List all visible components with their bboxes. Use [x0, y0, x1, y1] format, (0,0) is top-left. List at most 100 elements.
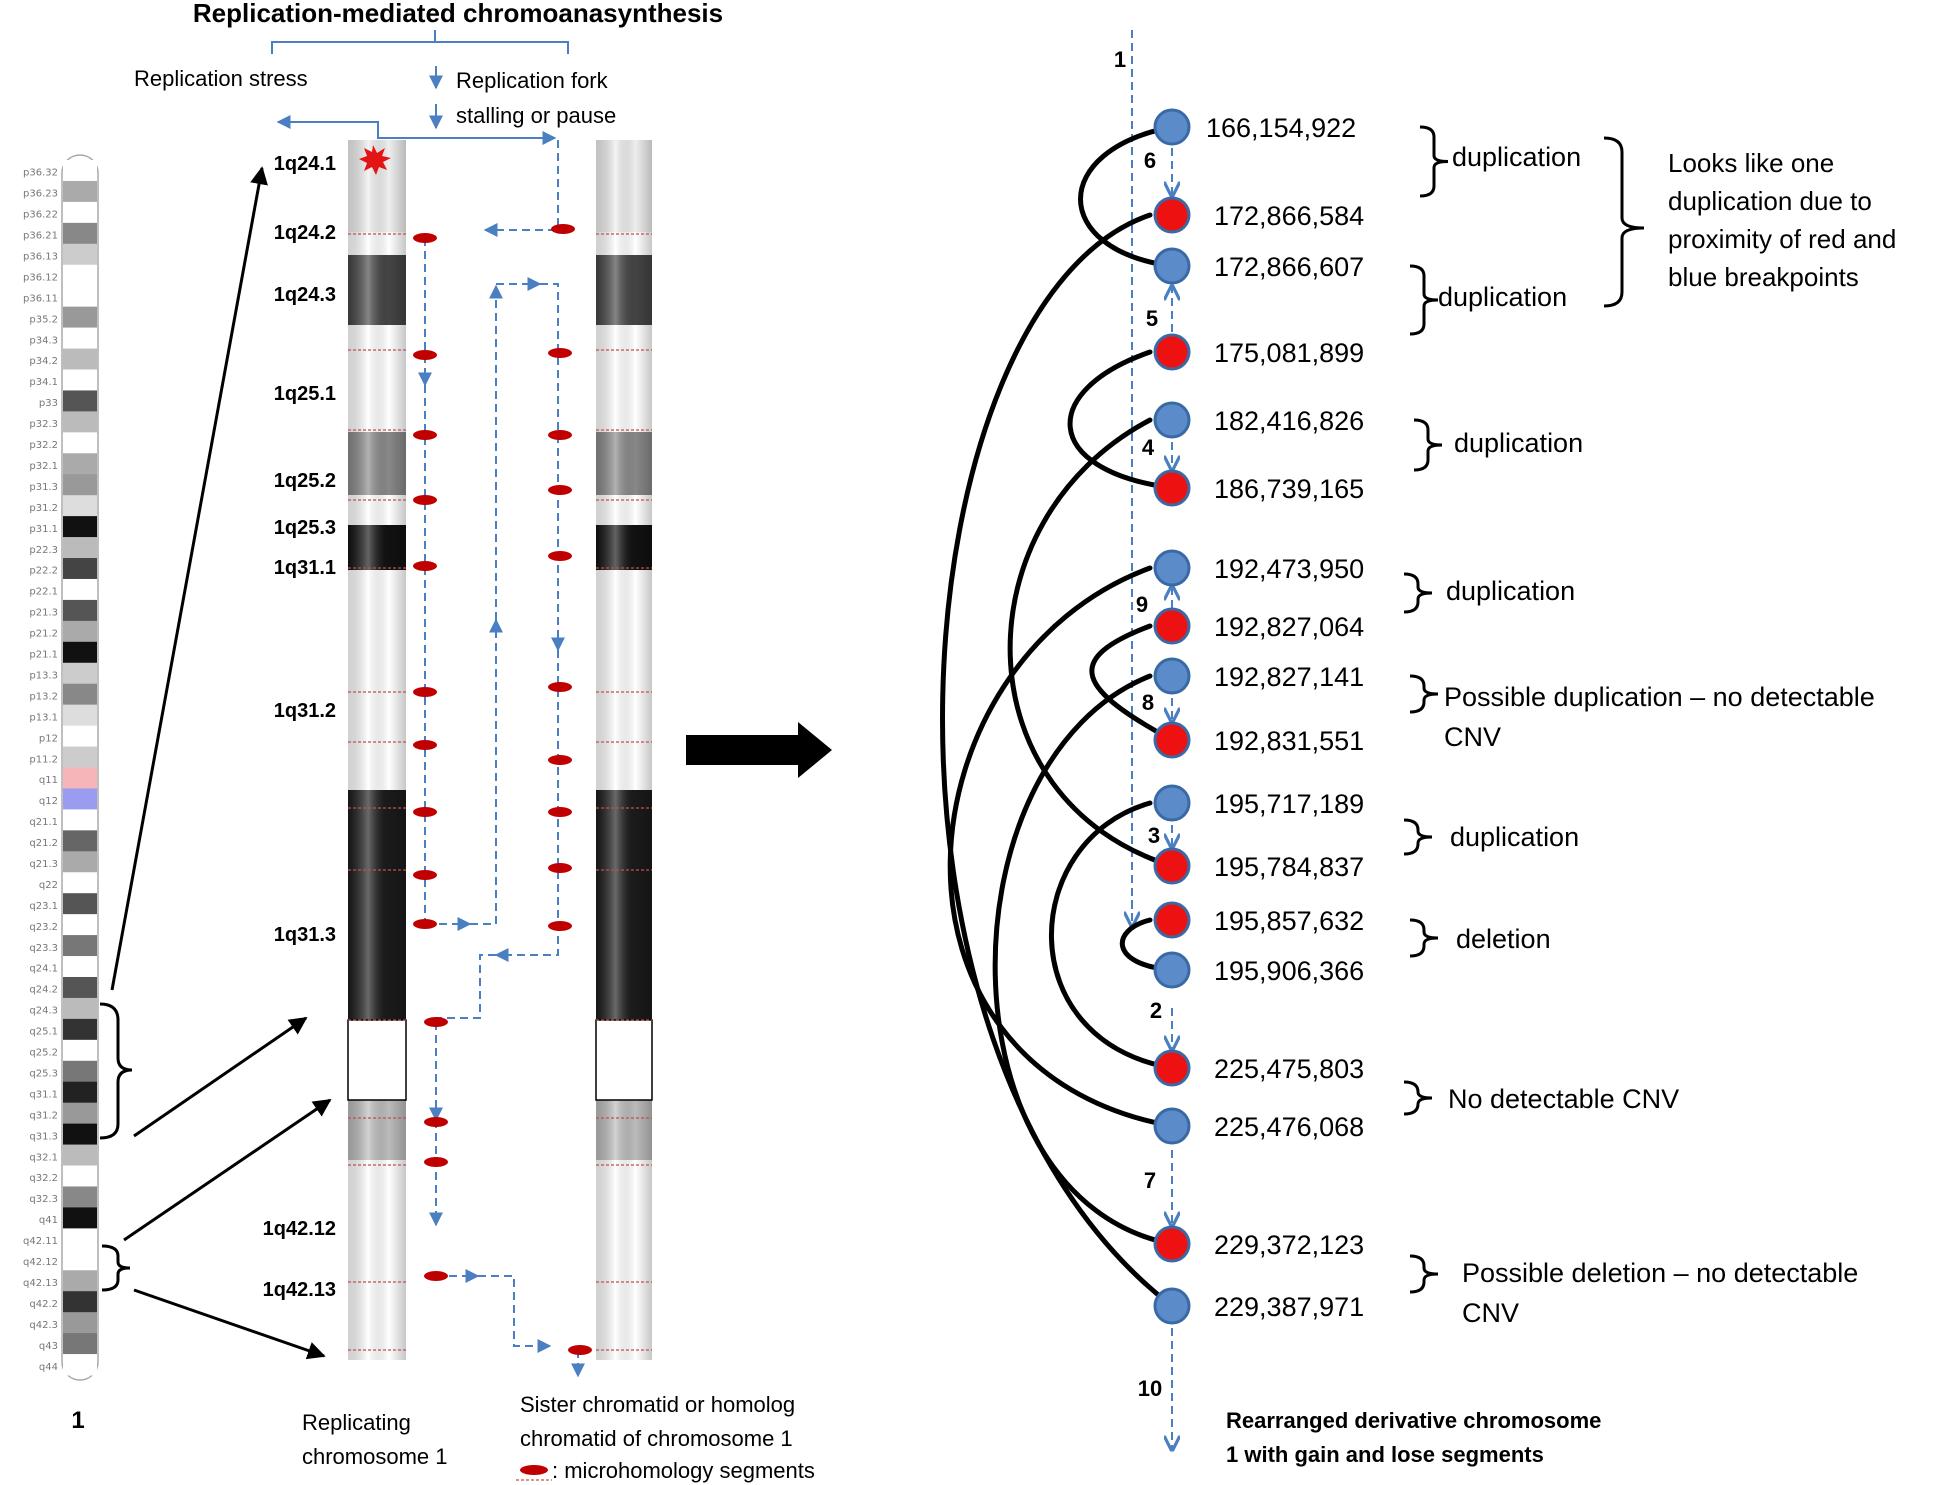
ideogram-band	[63, 180, 97, 203]
fork-stalling-label-2: stalling or pause	[456, 103, 616, 128]
chromosome-gap-box	[595, 1019, 653, 1101]
ideogram-band	[63, 851, 97, 873]
blue-breakpoint-node	[1153, 784, 1191, 822]
replication-stress-label: Replication stress	[134, 66, 308, 91]
ideogram-band-label: q42.3	[29, 1320, 58, 1331]
breakpoint-position: 175,081,899	[1214, 338, 1364, 368]
breakpoint-labels: 166,154,922172,866,584172,866,607175,081…	[1206, 113, 1364, 1322]
ideogram-band	[63, 767, 97, 789]
microhomology-marker	[413, 807, 437, 817]
microhomology-marker	[548, 807, 572, 817]
ideogram-band	[63, 641, 97, 664]
junction-curve	[1067, 349, 1175, 491]
ideogram-band	[63, 935, 97, 957]
red-breakpoint-node	[1153, 333, 1191, 371]
note-line-4: blue breakpoints	[1668, 262, 1859, 292]
note-line-1: Looks like one	[1668, 148, 1834, 178]
ideogram-band-label: p36.23	[23, 189, 58, 200]
microhomology-marker	[548, 430, 572, 440]
ideogram-band	[63, 662, 97, 685]
ideogram-band	[63, 1270, 97, 1292]
ideogram-chromosome-1: p36.32p36.23p36.22p36.21p36.13p36.12p36.…	[23, 154, 99, 1381]
breakpoint-position: 166,154,922	[1206, 113, 1356, 143]
red-breakpoint-node	[1153, 1049, 1191, 1087]
breakpoint-position: 225,476,068	[1214, 1112, 1364, 1142]
zoom-arrow-4	[133, 1288, 326, 1360]
region-labels: 1q24.11q24.21q24.31q25.11q25.21q25.31q31…	[263, 153, 336, 1301]
junction-curve	[940, 212, 1175, 1309]
blue-breakpoint-node	[1153, 657, 1191, 695]
ideogram-band	[63, 872, 97, 894]
region-label: 1q42.12	[263, 1218, 336, 1240]
breakpoint-position: 182,416,826	[1214, 406, 1364, 436]
microhomology-marker	[568, 1345, 592, 1355]
ideogram-band-label: q42.13	[23, 1278, 58, 1289]
cnv-annotation: duplication	[1454, 428, 1583, 458]
ideogram-band-label: q31.2	[29, 1110, 58, 1121]
red-breakpoint-node	[1153, 1225, 1191, 1263]
ideogram-band	[63, 725, 97, 748]
cnv-annotation: CNV	[1444, 722, 1501, 752]
sister-chromatid-column	[595, 140, 653, 1360]
ideogram-band-label: q24.2	[29, 985, 58, 996]
ideogram-band	[63, 893, 97, 915]
red-breakpoint-node	[1153, 721, 1191, 759]
ideogram-band-label: p36.12	[23, 272, 58, 283]
ideogram-band-label: p34.2	[29, 356, 58, 367]
cnv-annotation: duplication	[1438, 282, 1567, 312]
microhomology-marker	[548, 863, 572, 873]
region-label: 1q24.3	[274, 284, 336, 306]
ideogram-band-label: p35.2	[29, 314, 58, 325]
ideogram-band	[63, 264, 97, 287]
ideogram-band-label: q44	[39, 1362, 58, 1373]
junction-curve	[1049, 800, 1175, 1071]
cnv-annotation: duplication	[1450, 822, 1579, 852]
fork-stalling-label-1: Replication fork	[456, 68, 609, 93]
ideogram-band-label: p12	[39, 733, 58, 744]
microhomology-marker	[548, 551, 572, 561]
ideogram-band-label: q23.1	[29, 901, 58, 912]
breakpoint-position: 172,866,584	[1214, 201, 1364, 231]
step-number: 2	[1150, 998, 1162, 1023]
microhomology-marker	[413, 561, 437, 571]
ideogram-band-label: q25.3	[29, 1068, 58, 1079]
stress-arrow	[276, 115, 379, 138]
ideogram-band	[63, 997, 97, 1020]
ideogram-band-label: p32.2	[29, 440, 58, 451]
replicating-label-2: chromosome 1	[302, 1444, 448, 1469]
region-label: 1q25.2	[274, 470, 336, 492]
ideogram-band	[63, 201, 97, 224]
ideogram-band	[63, 746, 97, 768]
microhomology-marker	[548, 921, 572, 931]
ideogram-band	[63, 160, 97, 182]
blue-breakpoint-node	[1153, 401, 1191, 439]
cnv-annotation: CNV	[1462, 1298, 1519, 1328]
cnv-annotation: deletion	[1456, 924, 1551, 954]
breakpoint-position: 225,475,803	[1214, 1054, 1364, 1084]
ideogram-band-label: p22.2	[29, 566, 58, 577]
cnv-annotations: duplication duplication duplication duplica…	[1403, 125, 1875, 1328]
breakpoint-position: 195,784,837	[1214, 852, 1364, 882]
ideogram-band-label: p13.2	[29, 691, 58, 702]
ideogram-band	[63, 243, 97, 266]
cnv-annotation: duplication	[1452, 142, 1581, 172]
red-breakpoint-node	[1153, 607, 1191, 645]
breakpoint-position: 229,372,123	[1214, 1230, 1364, 1260]
ideogram-band	[63, 620, 97, 643]
ideogram-band	[63, 599, 97, 622]
cnv-annotation: duplication	[1446, 576, 1575, 606]
blue-breakpoint-node	[1153, 1107, 1191, 1145]
ideogram-band-label: p21.1	[29, 650, 58, 661]
ideogram-bracket-q42	[101, 1244, 131, 1292]
junction-curve	[1007, 417, 1175, 869]
ideogram-band-label: p36.11	[23, 293, 58, 304]
ideogram-band	[63, 1102, 97, 1125]
blue-breakpoint-node	[1153, 1287, 1191, 1325]
cnv-annotation: Possible deletion – no detectable	[1462, 1258, 1858, 1288]
annotation-brace	[1409, 918, 1439, 958]
ideogram-band-label: q12	[39, 796, 58, 807]
region-label: 1q24.1	[274, 153, 336, 175]
ideogram-band-label: q32.2	[29, 1173, 58, 1184]
